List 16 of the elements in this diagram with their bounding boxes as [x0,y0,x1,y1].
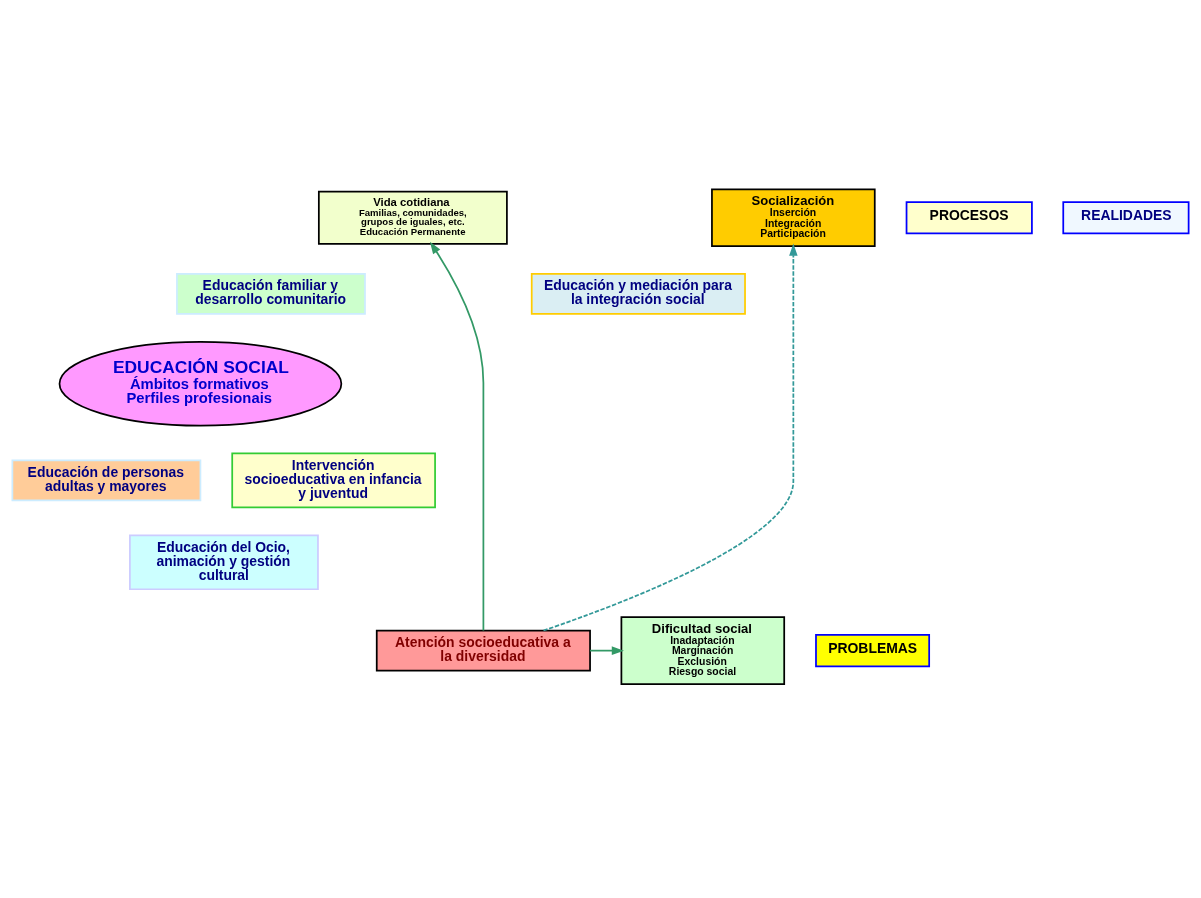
node-box: REALIDADES [1062,200,1190,234]
node-box: Dificultad social Inadaptación Marginación Exclusión Riesgo social [620,615,786,685]
node-box: Intervención socioeducativa en infancia y juventud [231,452,436,508]
arrow [429,241,485,631]
node-box: Socialización Inserción Integración Participación [711,188,876,247]
node-ellipse: EDUCACIÓN SOCIAL Ámbitos formativos Perfiles profesionais [58,340,343,426]
node-box: Atención socioeducativa a la diversidad [375,629,591,672]
node-box: Educación y mediación para la integración social [530,272,746,315]
node-box: Vida cotidiana Familias, comunidades, grupos de iguales, etc. Educación Permanente [317,190,508,245]
node-box: PROCESOS [905,200,1033,234]
node-box: PROBLEMAS [815,633,931,667]
node-box: Educación del Ocio, animación y gestión cultural [129,533,319,590]
node-box: Educación de personas adultas y mayores [11,459,202,501]
arrow [589,645,624,655]
node-box: Educación familiar y desarrollo comunitario [176,272,366,315]
arrow [542,243,798,631]
